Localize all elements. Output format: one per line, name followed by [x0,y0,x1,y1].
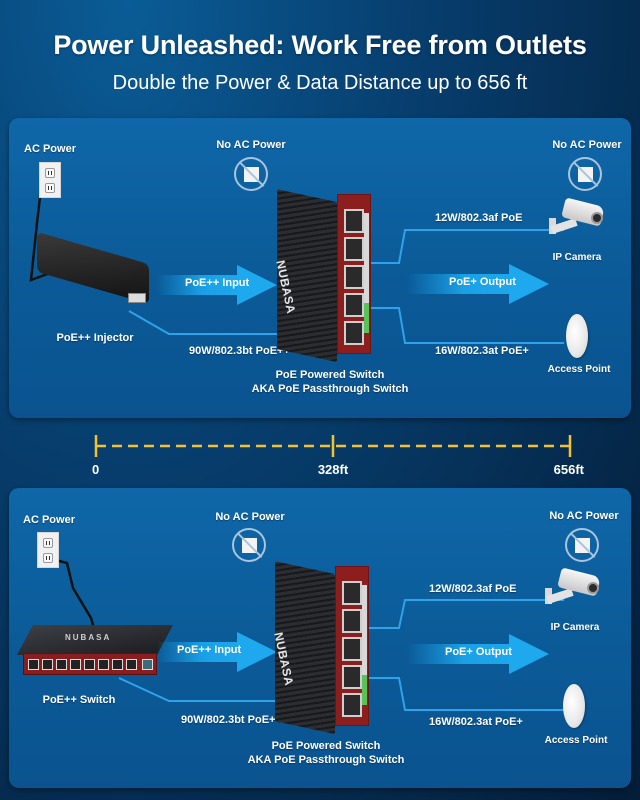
right-no-ac-label: No AC Power [552,139,622,151]
switch-brand: NUBASA [65,633,112,642]
poe-injector-icon [37,231,152,305]
poe-powered-switch-icon: NUBASA [273,189,371,364]
poe-powered-switch-icon: NUBASA [271,561,369,736]
no-ac-power-icon [568,157,602,191]
input-link-label: 90W/802.3bt PoE++ [181,714,282,726]
poe-input-arrow: PoE++ Input [157,632,277,672]
center-device-label-1: PoE Powered Switch [271,740,381,752]
output-link-line-top [359,599,564,629]
poe-output-arrow: PoE+ Output [407,634,549,674]
access-point-label: Access Point [544,735,608,746]
ac-power-label: AC Power [24,143,76,155]
no-ac-power-icon [565,528,599,562]
center-device-label-2: AKA PoE Passthrough Switch [247,754,405,766]
page-title: Power Unleashed: Work Free from Outlets [53,30,587,60]
poe-input-arrow-label: PoE++ Input [185,277,250,289]
center-no-ac-label: No AC Power [216,139,286,151]
wall-outlet-icon [37,532,59,568]
center-device-label-1: PoE Powered Switch [275,369,385,381]
poe-output-arrow-label: PoE+ Output [445,646,512,658]
ip-camera-label: IP Camera [552,252,602,263]
wall-outlet-icon [39,162,61,198]
poe-input-arrow: PoE++ Input [157,265,277,305]
output-link-label-camera: 12W/802.3af PoE [435,212,523,224]
access-point-label: Access Point [547,364,611,375]
ethernet-port-icon [128,293,146,303]
scale-tick-label: 0 [92,462,100,477]
access-point-icon [566,314,588,358]
poe-input-arrow-label: PoE++ Input [177,644,242,656]
ip-camera-icon [549,197,609,242]
output-link-label-ap: 16W/802.3at PoE+ [435,345,529,357]
scale-tick-label: 328ft [317,462,349,477]
scale-tick-label: 656ft [553,462,584,477]
output-link-line-top [359,229,564,264]
poe-output-arrow-label: PoE+ Output [449,276,516,288]
source-device-label: PoE++ Switch [42,694,116,706]
injector-scenario-panel: AC Power PoE++ Injector No AC Power PoE+… [9,118,631,418]
center-no-ac-label: No AC Power [215,511,285,523]
access-point-icon [563,684,585,728]
poe-plus-plus-switch-icon: NUBASA [17,625,173,685]
no-ac-power-icon [232,528,266,562]
ip-camera-icon [545,567,605,612]
output-link-label-camera: 12W/802.3af PoE [429,583,517,595]
input-link-label: 90W/802.3bt PoE++ [189,345,290,357]
ip-camera-label: IP Camera [550,622,600,633]
right-no-ac-label: No AC Power [549,510,619,522]
page-subtitle: Double the Power & Data Distance up to 6… [112,72,528,94]
output-link-line-bottom [359,677,564,711]
source-device-label: PoE++ Injector [56,332,134,344]
output-link-line-bottom [359,307,564,344]
switch-scenario-panel: AC Power NUBASA PoE++ Switch No AC Power… [9,488,631,788]
poe-output-arrow: PoE+ Output [407,264,549,304]
center-device-label-2: AKA PoE Passthrough Switch [251,383,409,395]
ac-power-label: AC Power [23,514,75,526]
no-ac-power-icon [234,157,268,191]
output-link-label-ap: 16W/802.3at PoE+ [429,716,523,728]
